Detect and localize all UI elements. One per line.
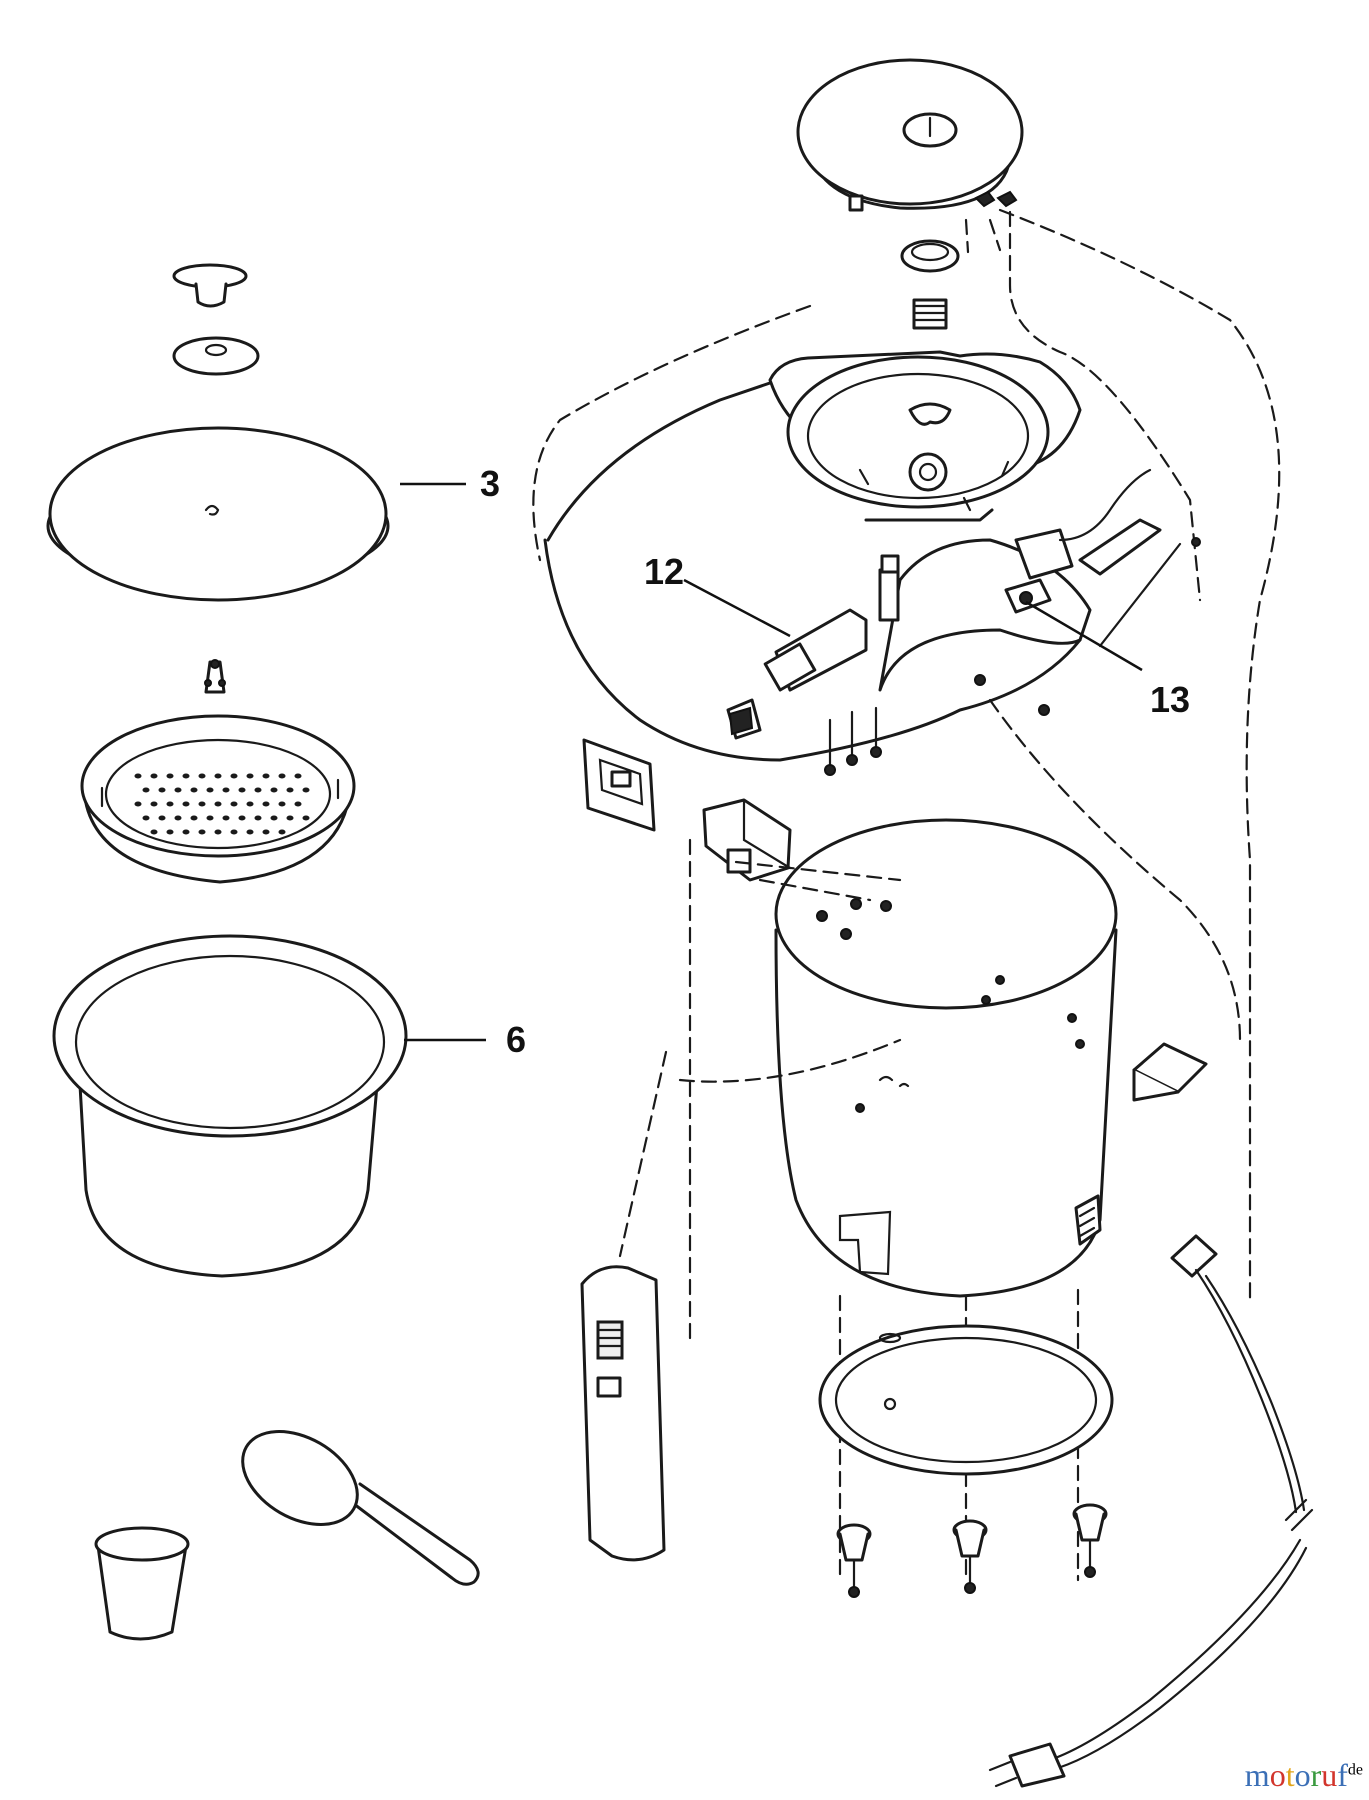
steamer-hole — [214, 801, 222, 807]
steamer-hole — [142, 787, 150, 793]
steamer-hole — [302, 787, 310, 793]
assembly-guide-outline — [998, 208, 1281, 1302]
power-cord — [988, 1234, 1314, 1788]
vent-disc — [172, 336, 260, 376]
sensor-bracket-part-13 — [1004, 468, 1201, 648]
steamer-hole — [286, 815, 294, 821]
steamer-hole — [158, 815, 166, 821]
watermark-brand: motoruf — [1245, 1757, 1348, 1793]
steamer-hole — [134, 773, 142, 779]
steamer-hole — [166, 773, 174, 779]
watermark-letter: o — [1269, 1757, 1286, 1793]
lid-part-3 — [46, 426, 390, 602]
watermark-letter: r — [1310, 1757, 1322, 1793]
callout-6-label: 6 — [506, 1019, 526, 1060]
steamer-hole — [294, 801, 302, 807]
steamer-hole — [214, 829, 222, 835]
steamer-hole — [246, 801, 254, 807]
steamer-hole — [150, 773, 158, 779]
steamer-hole — [246, 773, 254, 779]
panel-bracket — [582, 738, 656, 832]
knob-cap — [172, 263, 248, 308]
steamer-hole — [158, 787, 166, 793]
callout-13: 13 — [1025, 600, 1190, 720]
steamer-hole — [262, 829, 270, 835]
steamer-hole — [182, 801, 190, 807]
steamer-hole — [270, 815, 278, 821]
steamer-hole — [214, 773, 222, 779]
steamer-hole — [238, 787, 246, 793]
callout-6: 6 — [404, 1019, 526, 1060]
steamer-hole — [238, 815, 246, 821]
steamer-hole — [222, 815, 230, 821]
watermark-logo: motorufde — [1245, 1757, 1363, 1794]
steamer-hole — [174, 815, 182, 821]
steamer-hole — [278, 829, 286, 835]
callout-13-label: 13 — [1150, 679, 1190, 720]
callout-3: 3 — [400, 463, 500, 504]
heater-housing — [543, 350, 1092, 762]
outer-body — [774, 818, 1208, 1298]
watermark-letter: o — [1294, 1757, 1311, 1793]
outer-lid — [796, 58, 1024, 212]
steamer-hole — [230, 829, 238, 835]
measuring-cup — [94, 1526, 190, 1641]
steamer-hole — [174, 787, 182, 793]
steamer-hole — [270, 787, 278, 793]
rubber-feet — [836, 1503, 1108, 1598]
housing-screws — [824, 674, 1050, 776]
steamer-hole — [262, 773, 270, 779]
steamer-hole — [254, 815, 262, 821]
watermark-letter: u — [1321, 1757, 1338, 1793]
inner-pot-part-6 — [52, 934, 408, 1278]
steamer-hole — [134, 801, 142, 807]
steamer-hole — [190, 787, 198, 793]
steamer-hole — [206, 787, 214, 793]
steamer-hole — [294, 773, 302, 779]
steamer-hole — [198, 801, 206, 807]
steamer-hole — [198, 773, 206, 779]
steamer-hole — [286, 787, 294, 793]
steamer-hole — [182, 829, 190, 835]
lid-gasket — [900, 239, 960, 273]
steamer-holes — [134, 773, 310, 835]
steamer-hole — [150, 829, 158, 835]
steamer-hole — [246, 829, 254, 835]
callout-12: 12 — [644, 551, 791, 638]
watermark-letter: m — [1244, 1757, 1270, 1793]
steamer-hole — [166, 801, 174, 807]
steamer-hole — [230, 801, 238, 807]
bottom-plate — [818, 1324, 1114, 1476]
control-panel-plate — [580, 1265, 666, 1562]
steamer-hole — [142, 815, 150, 821]
assembly-guide-left — [532, 304, 812, 562]
steamer-hole — [302, 815, 310, 821]
steamer-hole — [222, 787, 230, 793]
watermark-letter: t — [1285, 1757, 1295, 1793]
steamer-basket — [80, 714, 356, 884]
watermark-letter: f — [1337, 1757, 1348, 1793]
callout-12-label: 12 — [644, 551, 684, 592]
switch-button — [702, 798, 792, 882]
steamer-hole — [198, 829, 206, 835]
steamer-hole — [262, 801, 270, 807]
rice-paddle — [241, 1430, 480, 1586]
body-screws — [816, 898, 892, 940]
steamer-hole — [182, 773, 190, 779]
steamer-hole — [230, 773, 238, 779]
callout-3-label: 3 — [480, 463, 500, 504]
steamer-hole — [190, 815, 198, 821]
steamer-hole — [166, 829, 174, 835]
spring — [912, 298, 948, 330]
steamer-hole — [278, 773, 286, 779]
steamer-hole — [206, 815, 214, 821]
watermark-tld: de — [1347, 1761, 1363, 1779]
steamer-hole — [150, 801, 158, 807]
steamer-hole — [278, 801, 286, 807]
steamer-hole — [254, 787, 262, 793]
steam-valve-pin — [204, 659, 226, 694]
thermostat-switch-part-12 — [726, 554, 900, 740]
